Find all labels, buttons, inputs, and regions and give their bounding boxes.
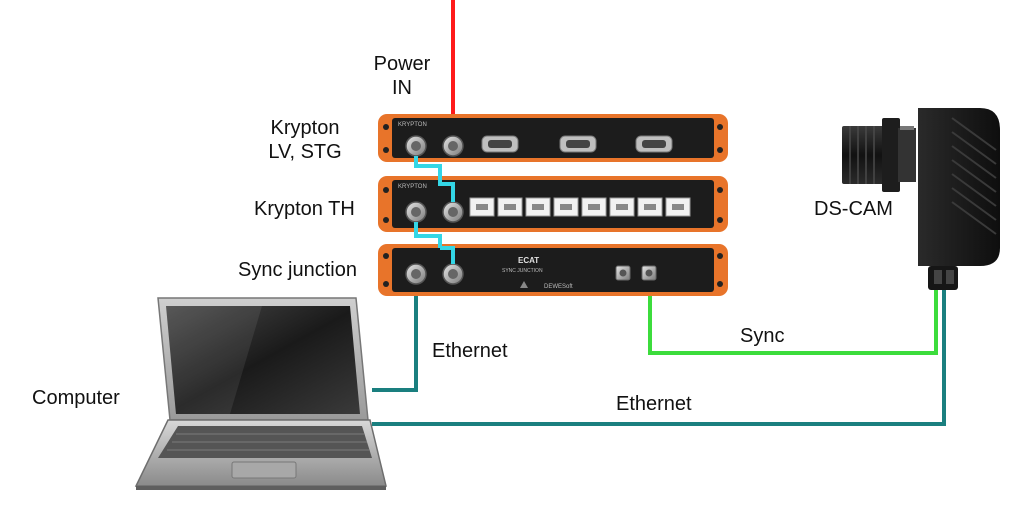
sync-junction-label: Sync junction	[238, 259, 357, 281]
ethernet-cable-junction-computer	[372, 290, 418, 392]
ethernet-cable-computer-camera	[372, 290, 946, 426]
thermocouple-slot-pin	[532, 204, 544, 210]
laptop-icon	[134, 297, 387, 490]
krypton-th-brand: KRYPTON	[398, 184, 427, 190]
thermocouple-slots	[469, 197, 691, 217]
krypton-th-device: KRYPTON	[378, 176, 728, 232]
sync-cable	[648, 280, 938, 355]
ecat-title: ECAT	[518, 256, 539, 265]
thermocouple-slot-pin	[504, 204, 516, 210]
computer-label: Computer	[32, 387, 120, 409]
ds-cam-label: DS-CAM	[814, 198, 893, 220]
ethernet-label-bottom: Ethernet	[616, 393, 692, 415]
sync-junction-device: ECAT SYNC JUNCTION DEWESoft	[378, 244, 728, 296]
thermocouple-slot-pin	[672, 204, 684, 210]
warning-icon	[520, 281, 528, 288]
thermocouple-slot-pin	[644, 204, 656, 210]
thermocouple-slot-pin	[476, 204, 488, 210]
krypton-th-label: Krypton TH	[254, 198, 355, 220]
ecat-subtitle: SYNC JUNCTION	[502, 268, 543, 274]
dewesoft-logo-text: DEWESoft	[544, 284, 573, 290]
thermocouple-slot-pin	[560, 204, 572, 210]
thermocouple-slot-pin	[588, 204, 600, 210]
krypton-lv-brand: KRYPTON	[398, 122, 427, 128]
krypton-lv-stg-device: KRYPTON	[378, 114, 728, 162]
ethernet-label-left: Ethernet	[432, 340, 508, 362]
thermocouple-slot-pin	[616, 204, 628, 210]
krypton-lv-stg-label: Krypton LV, STG	[268, 117, 342, 163]
camera-icon	[842, 108, 1000, 290]
daisy-chain-cables	[414, 156, 455, 264]
power-in-label: Power IN	[373, 53, 431, 99]
sync-label: Sync	[740, 325, 785, 347]
